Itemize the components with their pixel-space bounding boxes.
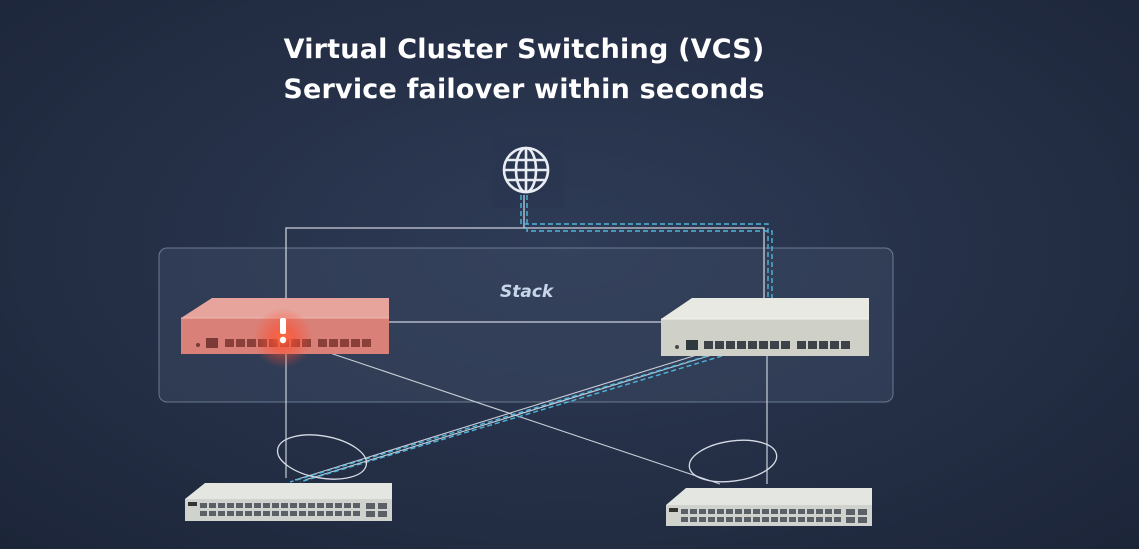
exclamation-icon [279, 318, 287, 344]
cross-link-failed-to-right-access [329, 352, 721, 485]
stack-frame [158, 247, 894, 403]
title-line-1: Virtual Cluster Switching (VCS) [283, 34, 765, 65]
stack-label: Stack [500, 282, 554, 302]
access-switch-right [666, 488, 872, 526]
cross-link-right-to-left-access-2 [294, 353, 701, 481]
lag-ellipse-right [688, 439, 778, 483]
lag-ellipse-left [276, 434, 368, 480]
uplink-solid [285, 195, 525, 302]
active-path-dashed-1 [520, 195, 769, 300]
failover-path-dashed-1 [299, 355, 723, 483]
active-path-dashed-2 [526, 195, 773, 300]
access-switch-left [185, 483, 392, 521]
core-switch-right-active [661, 298, 869, 356]
title-line-2: Service failover within seconds [283, 74, 765, 105]
failover-path-dashed-2 [289, 355, 708, 483]
uplink-solid-right [524, 227, 765, 302]
globe-icon [502, 146, 550, 194]
cross-link-right-to-left-access [304, 353, 716, 481]
